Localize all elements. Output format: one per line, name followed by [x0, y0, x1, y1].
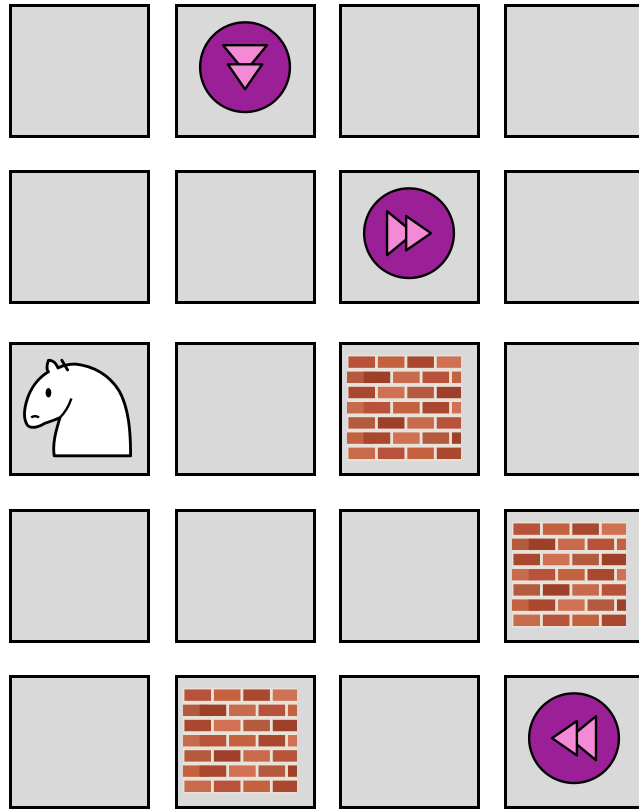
board-cell-r4-c1[interactable]	[175, 675, 316, 809]
board-cell-r3-c3[interactable]	[504, 509, 639, 643]
arrow-down-token-icon	[178, 7, 313, 135]
board-cell-r4-c0[interactable]	[9, 675, 150, 809]
board-cell-r3-c2[interactable]	[339, 509, 480, 643]
board-cell-r0-c1[interactable]	[175, 4, 316, 138]
board-cell-r4-c2[interactable]	[339, 675, 480, 809]
board-cell-r0-c0[interactable]	[9, 4, 150, 138]
board-cell-r1-c2[interactable]	[339, 170, 480, 304]
brick-wall-icon	[512, 522, 626, 628]
board-cell-r1-c1[interactable]	[175, 170, 316, 304]
brick-wall-icon	[347, 355, 461, 461]
board-cell-r4-c3[interactable]	[504, 675, 639, 809]
board-cell-r0-c3[interactable]	[504, 4, 639, 138]
board-cell-r3-c0[interactable]	[9, 509, 150, 643]
board-cell-r0-c2[interactable]	[339, 4, 480, 138]
brick-wall-icon	[183, 688, 297, 794]
knight-icon	[12, 345, 147, 473]
board-cell-r2-c2[interactable]	[339, 342, 480, 476]
board-cell-r2-c1[interactable]	[175, 342, 316, 476]
board-cell-r3-c1[interactable]	[175, 509, 316, 643]
board-cell-r1-c0[interactable]	[9, 170, 150, 304]
arrow-left-token-icon	[507, 678, 639, 806]
board-cell-r2-c0[interactable]	[9, 342, 150, 476]
board-cell-r1-c3[interactable]	[504, 170, 639, 304]
board-cell-r2-c3[interactable]	[504, 342, 639, 476]
arrow-right-token-icon	[342, 173, 477, 301]
